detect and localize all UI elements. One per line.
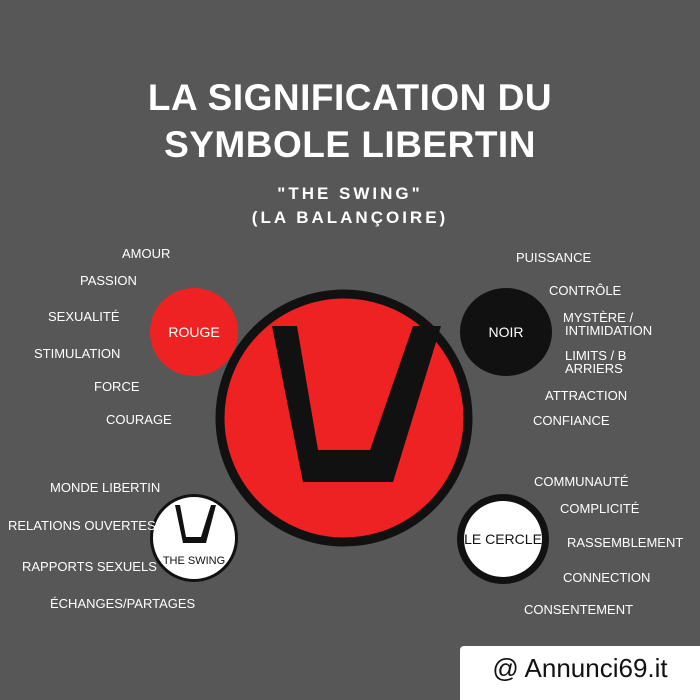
watermark: @ Annunci69.it [460, 646, 700, 700]
circle-rouge: ROUGE [150, 288, 238, 376]
noir-term: ATTRACTION [545, 388, 628, 403]
noir-term: CONTRÔLE [549, 283, 622, 298]
circle-noir-label: NOIR [488, 324, 524, 340]
cercle-term: RASSEMBLEMENT [567, 535, 684, 550]
rouge-term: AMOUR [122, 246, 171, 261]
circle-the-swing: THE SWING [150, 494, 238, 582]
swing-term: ÉCHANGES/PARTAGES [50, 596, 196, 611]
swing-term: RELATIONS OUVERTES [8, 518, 156, 533]
swing-term: RAPPORTS SEXUELS [22, 559, 157, 574]
subtitle-line-1: "THE SWING" [277, 184, 423, 203]
rouge-term: FORCE [94, 379, 140, 394]
noir-term: ARRIERS [565, 361, 623, 376]
circle-rouge-label: ROUGE [168, 324, 220, 340]
cercle-term: COMPLICITÉ [560, 501, 640, 516]
circle-noir: NOIR [460, 288, 552, 376]
rouge-term: COURAGE [106, 412, 172, 427]
swing-mini-icon [175, 505, 216, 543]
subtitle-line-2: (LA BALANÇOIRE) [251, 208, 449, 227]
circle-le-cercle-label: LE CERCLE [464, 531, 542, 547]
subtitle: "THE SWING" (LA BALANÇOIRE) [0, 182, 700, 230]
noir-term: PUISSANCE [516, 250, 592, 265]
page-title: LA SIGNIFICATION DU SYMBOLE LIBERTIN [0, 74, 700, 168]
cercle-term: COMMUNAUTÉ [534, 474, 629, 489]
swing-term: MONDE LIBERTIN [50, 480, 161, 495]
title-line-1: LA SIGNIFICATION DU [147, 77, 553, 118]
cercle-term: CONNECTION [563, 570, 651, 585]
title-line-2: SYMBOLE LIBERTIN [164, 124, 536, 165]
noir-term: CONFIANCE [533, 413, 610, 428]
circle-le-cercle: LE CERCLE [457, 494, 549, 584]
noir-term: INTIMIDATION [565, 323, 653, 338]
noir-term: MYSTÈRE / [563, 310, 634, 325]
rouge-term: PASSION [80, 273, 137, 288]
circle-the-swing-label: THE SWING [162, 555, 226, 567]
rouge-term: SEXUALITÉ [48, 309, 120, 324]
rouge-term: STIMULATION [34, 346, 121, 361]
noir-term: LIMITS / B [565, 348, 627, 363]
cercle-term: CONSENTEMENT [524, 602, 634, 617]
central-swing-v-mark [272, 326, 441, 482]
